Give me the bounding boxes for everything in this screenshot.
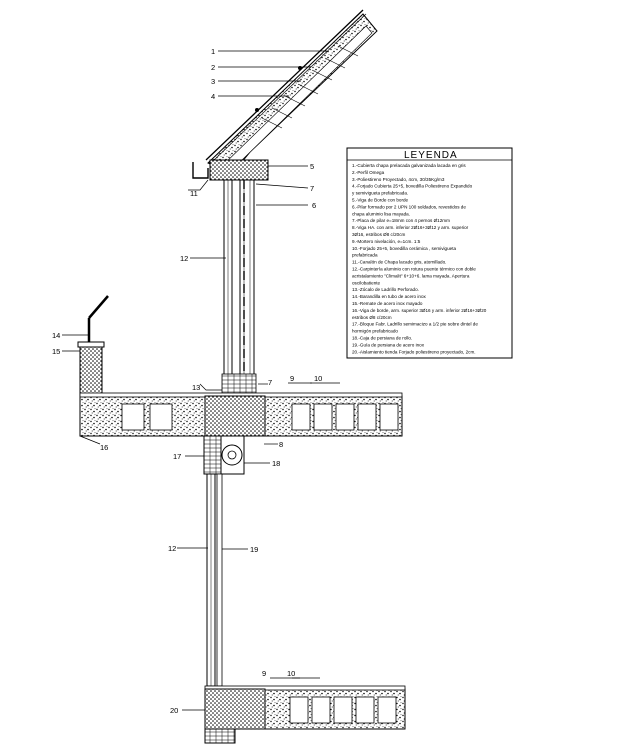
callout-11: 11 [190,189,198,198]
callout-17: 17 [173,452,181,461]
edge-beam [209,159,269,181]
callout-10-lower: 10 [287,669,295,678]
callout-15: 15 [52,347,60,356]
callout-5: 5 [310,162,314,171]
callout-20: 20 [170,706,178,715]
legend-line: 9.-Mortero nivelación, e=1cm. 1:5 [352,239,421,244]
callout-8: 8 [279,440,283,449]
balustrade [77,295,109,397]
legend-line: oscilobatiente [352,280,381,285]
lower-window [206,473,223,687]
legend-line: 5.-Viga de Borde con borde [352,198,409,203]
roof-slab [205,9,378,175]
callout-10-upper: 10 [314,374,322,383]
callout-9-upper: 9 [290,374,294,383]
gutter [192,162,209,179]
legend-line: 14.-Barandilla en tubo de acero inox [352,294,427,299]
callout-7-upper: 7 [310,184,314,193]
callout-9-lower: 9 [262,669,266,678]
legend-line: 12.-Carpintería aluminio con rotura puen… [352,267,476,272]
middle-floor-slab [79,392,403,437]
legend-title: LEYENDA [404,150,458,161]
legend-line: 2.-Perfil Omega [352,170,385,175]
legend-line: 16.-Viga de borde, arm. superior 3Ø16 y … [352,308,487,313]
bottom-floor-slab [204,685,406,744]
legend-line: 17.-Bloque Fabr. Ladrillo semimacizo a 1… [352,322,478,327]
callout-19: 19 [250,545,258,554]
legend-line: 7.-Placa de pilar e=18mm con 4 pernos Ø1… [352,218,450,223]
legend-line: 19.-Guía de persiana de acero inox [352,342,425,347]
legend-line: 13.-Zócalo de Ladrillo Perforado. [352,287,419,292]
legend-line: hormigón prefabricado [352,329,398,334]
legend-line: chapa aluminio lisa mayada. [352,211,410,216]
callout-3: 3 [211,77,215,86]
legend-line: 3Ø16, estribos Ø8 c/20cm [352,232,406,237]
callout-2: 2 [211,63,215,72]
callout-13: 13 [192,383,200,392]
callout-12-upper: 12 [180,254,188,263]
callout-6: 6 [312,201,316,210]
callout-14: 14 [52,331,60,340]
legend-line: 20.-Aislamiento tienda Forjado poliestir… [352,349,476,354]
legend-line: estribos Ø8 c/20cm [352,315,392,320]
legend-line: 3.-Poliestireno Proyectado, 4cm, 30/35Kg… [352,177,445,182]
legend-line: y semivigueta prefabricada. [352,191,408,196]
callout-16: 16 [100,443,108,452]
legend-box: LEYENDA 1.-Cubierta chapa prelacada galv… [346,147,513,359]
callout-12-lower: 12 [168,544,176,553]
legend-line: 4.-Forjado Cubierta 25+5, bovedilla Poli… [352,184,473,189]
upper-column [221,179,257,397]
callout-1: 1 [211,47,215,56]
legend-line: 8.-Viga HA. con arm. inferior 2Ø16+3Ø12 … [352,225,469,230]
legend-line: prefabricada [352,253,378,258]
leader-lines [62,50,340,711]
legend-lines: 1.-Cubierta chapa prelacada galvanizada … [352,163,487,354]
legend-line: acristalamiento "Climalit" 6+10+6. lama … [352,273,470,278]
legend-line: 10.-Forjado 25+5, bovedilla cerámica , s… [352,246,456,251]
legend-line: 11.-Canalón de Chapa lacado gris, atorni… [352,260,446,265]
legend-line: 18.-Caja de persiana de rollo. [352,336,412,341]
callout-18: 18 [272,459,280,468]
lintel-blind-box [203,435,245,475]
callout-7-lower: 7 [268,378,272,387]
legend-line: 6.-Pilar formado por 2 UPN 100 soldados,… [352,204,466,209]
legend-line: 1.-Cubierta chapa prelacada galvanizada … [352,163,466,168]
callout-4: 4 [211,92,215,101]
legend-line: 15.-Remate de acero inox mayado [352,301,423,306]
